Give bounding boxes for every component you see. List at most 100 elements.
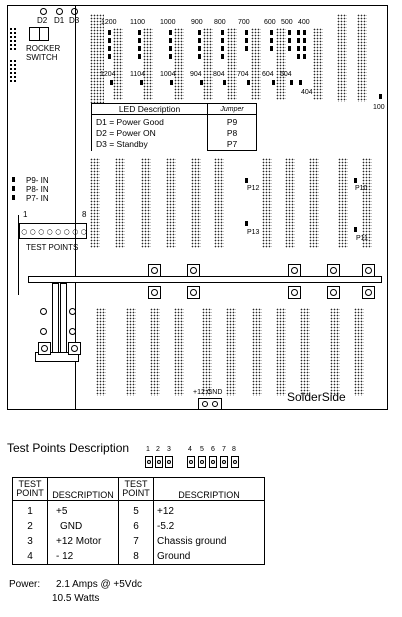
slot-label-1004: 1004 bbox=[160, 71, 176, 78]
slot-field-1000 bbox=[174, 28, 184, 100]
tp-cell: - 12 bbox=[56, 551, 74, 562]
pin bbox=[288, 46, 291, 51]
pin bbox=[245, 38, 248, 43]
slot-field-bot-1 bbox=[96, 308, 106, 396]
pin bbox=[247, 80, 250, 85]
jumper-label-p9: P9- IN bbox=[26, 176, 49, 185]
led-table-header: LED Description Jumper bbox=[90, 103, 257, 115]
slot-label-1200: 1200 bbox=[101, 19, 117, 26]
pin bbox=[299, 80, 302, 85]
slot-field-bot-3 bbox=[150, 308, 160, 396]
jumper-p9-marker bbox=[12, 177, 15, 182]
led-row-jumper: P9 P8 P7 bbox=[207, 114, 257, 151]
slot-field-mid-1 bbox=[90, 158, 100, 248]
led-d2-icon bbox=[40, 8, 47, 15]
slot-field-mid-7 bbox=[262, 158, 272, 248]
slot-label-1104: 1104 bbox=[130, 71, 146, 78]
label-p11: P11 bbox=[356, 235, 368, 242]
slot-field-bot-7 bbox=[252, 308, 262, 396]
board-outline bbox=[7, 5, 388, 410]
rocker-label-2: SWITCH bbox=[26, 53, 58, 62]
tp-pin-icon bbox=[231, 456, 239, 468]
left-divider bbox=[75, 5, 76, 410]
tp-cell: +12 Motor bbox=[56, 536, 102, 547]
standoff-icon bbox=[327, 286, 340, 299]
tp-cell: 3 bbox=[27, 536, 33, 547]
pin bbox=[198, 54, 201, 59]
standoff-icon bbox=[148, 286, 161, 299]
power-amps: 2.1 Amps @ +5Vdc bbox=[56, 579, 143, 590]
tp-cell: 4 bbox=[27, 551, 33, 562]
tp-digit-8: 8 bbox=[232, 446, 236, 453]
tp-digit-5: 5 bbox=[200, 446, 204, 453]
pin bbox=[169, 54, 172, 59]
jumper-p7-marker bbox=[12, 195, 15, 200]
led-row-desc-2: D2 = Power ON bbox=[96, 128, 156, 139]
pin bbox=[245, 30, 248, 35]
tp-cell: 1 bbox=[27, 506, 33, 517]
pin bbox=[138, 30, 141, 35]
tp-table-header: TEST POINT DESCRIPTION TEST POINT DESCRI… bbox=[12, 477, 265, 501]
pin bbox=[221, 30, 224, 35]
led-table-row: D1 = Power Good D2 = Power ON D3 = Stand… bbox=[90, 114, 257, 151]
pin bbox=[270, 46, 273, 51]
tp-pin-icon bbox=[220, 456, 228, 468]
slot-field-top-left bbox=[90, 14, 104, 104]
pin bbox=[303, 54, 306, 59]
tp-col-point-1: 1 2 3 4 bbox=[12, 500, 48, 565]
led-row-jumper-3: P7 bbox=[226, 139, 238, 149]
standoff-icon bbox=[187, 264, 200, 277]
tp-pin-icon bbox=[209, 456, 217, 468]
slot-label-704: 704 bbox=[237, 71, 249, 78]
pin bbox=[138, 46, 141, 51]
pin bbox=[200, 80, 203, 85]
pin bbox=[169, 38, 172, 43]
tp-header-desc-2: DESCRIPTION bbox=[153, 477, 265, 501]
pin bbox=[245, 46, 248, 51]
pin bbox=[290, 80, 293, 85]
slot-field-bot-10 bbox=[330, 308, 340, 396]
slot-field-1200 bbox=[113, 28, 123, 100]
slot-label-404: 404 bbox=[301, 89, 313, 96]
test-points-table: TEST POINT DESCRIPTION TEST POINT DESCRI… bbox=[12, 477, 265, 565]
small-screw-icon bbox=[69, 308, 76, 315]
left-edge-connector-mid bbox=[10, 60, 16, 82]
led-row-desc: D1 = Power Good D2 = Power ON D3 = Stand… bbox=[90, 114, 209, 151]
slot-label-800: 800 bbox=[214, 19, 226, 26]
pin-p13 bbox=[245, 221, 248, 226]
slot-label-100: 100 bbox=[373, 104, 385, 111]
slot-label-1204: 1204 bbox=[100, 71, 116, 78]
led-row-jumper-1: P9 bbox=[226, 117, 238, 127]
pin bbox=[297, 38, 300, 43]
led-header-description: LED Description bbox=[90, 103, 209, 115]
pin bbox=[170, 80, 173, 85]
slot-field-bot-11 bbox=[354, 308, 364, 396]
test-points-connector bbox=[19, 223, 87, 239]
led-description-table: LED Description Jumper D1 = Power Good D… bbox=[90, 103, 257, 151]
pin bbox=[297, 30, 300, 35]
led-row-desc-3: D3 = Standby bbox=[96, 139, 148, 150]
tp-col-point-2: 5 6 7 8 bbox=[118, 500, 154, 565]
label-p10: P10 bbox=[355, 185, 368, 192]
gnd-connector-icon bbox=[198, 398, 222, 410]
tp-digit-4: 4 bbox=[188, 446, 192, 453]
label-p12: P12 bbox=[247, 185, 260, 192]
led-header-jumper: Jumper bbox=[207, 103, 257, 115]
tp-header-point-2: TEST POINT bbox=[118, 477, 154, 501]
slot-field-mid-3 bbox=[141, 158, 151, 248]
slot-label-504: 504 bbox=[280, 71, 292, 78]
slot-label-1000: 1000 bbox=[160, 19, 176, 26]
pin bbox=[270, 38, 273, 43]
tp-cell: Chassis ground bbox=[157, 536, 227, 547]
pin-p10 bbox=[354, 178, 357, 183]
tp-cell: +12 bbox=[157, 506, 174, 517]
pin bbox=[108, 46, 111, 51]
horizontal-rail bbox=[28, 276, 382, 283]
tp-pin-icon bbox=[145, 456, 153, 468]
jumper-label-p7: P7- IN bbox=[26, 194, 49, 203]
led-label-d2: D2 bbox=[37, 16, 48, 25]
bracket-screw-icon bbox=[68, 342, 81, 355]
tp-digit-1: 1 bbox=[146, 446, 150, 453]
standoff-icon bbox=[288, 264, 301, 277]
tp-range-end: 8 bbox=[82, 210, 87, 219]
